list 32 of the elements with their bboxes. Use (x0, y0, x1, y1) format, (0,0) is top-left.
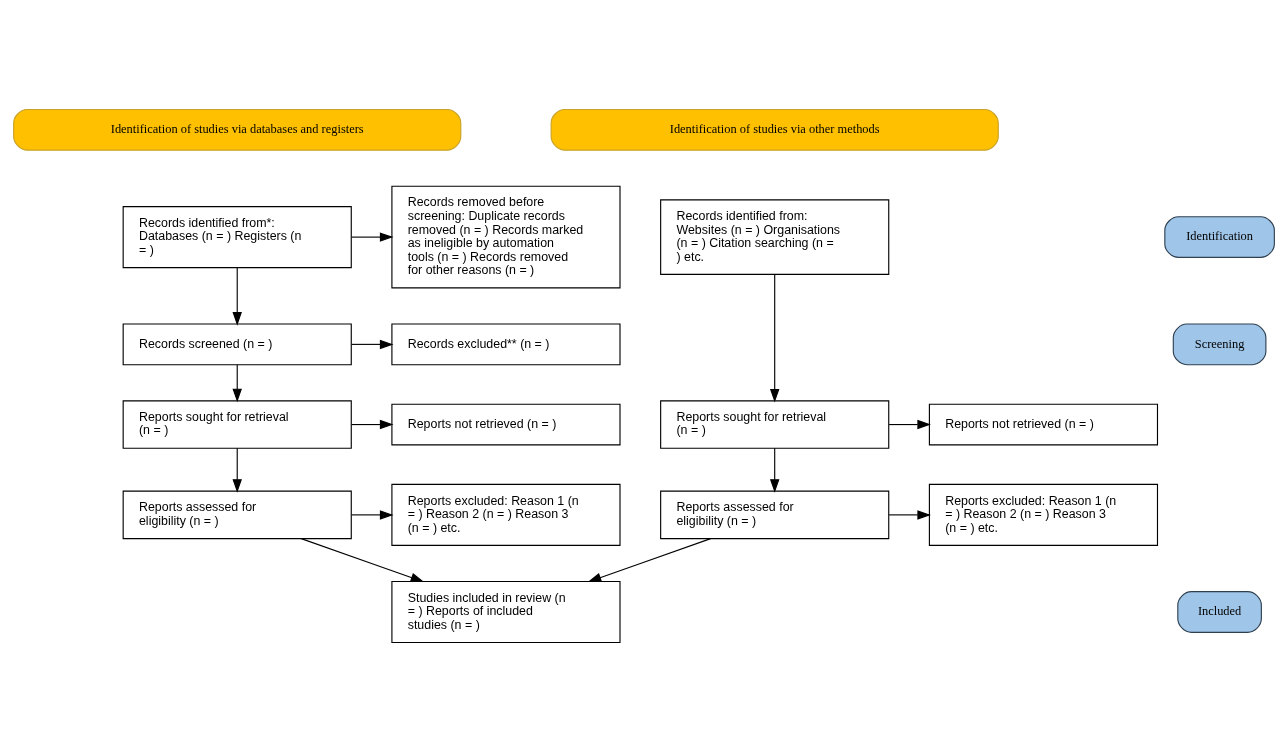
node-box: Records excluded** (n = ) (391, 323, 621, 365)
arrow (769, 273, 780, 402)
node-box: Reports assessed for eligibility (n = ) (122, 490, 352, 539)
node-box: Reports sought for retrieval (n = ) (660, 399, 890, 449)
arrow (351, 509, 394, 520)
node-box: Identification of studies via databases and registers (13, 108, 462, 151)
arrow (351, 339, 394, 349)
node-box: Records identified from: Websites (n = ) Organisations (n = ) Citation searching (n = ) etc. (660, 198, 890, 275)
node-box: Reports sought for retrieval (n = ) (122, 399, 352, 449)
arrow (769, 447, 780, 493)
node-box: Records screened (n = ) (122, 323, 352, 365)
node-box: Records identified from*: Databases (n = ) Registers (n = ) (122, 205, 352, 268)
node-box: Studies included in review (n = ) Reports of included studies (n = ) (391, 580, 621, 643)
node-box: Screening (1172, 323, 1267, 365)
node-box: Reports not retrieved (n = ) (391, 403, 621, 445)
node-box: Identification (1164, 215, 1275, 258)
arrow (232, 363, 242, 402)
node-box: Records removed before screening: Duplicate records removed (n = ) Records marked as ineligible by automation tools (n = ) Records removed for other reasons (n = ) (391, 185, 621, 288)
arrow (351, 231, 394, 242)
node-box: Reports assessed for eligibility (n = ) (660, 490, 890, 539)
arrow (888, 509, 931, 520)
arrow (351, 419, 394, 429)
arrow (232, 447, 242, 493)
node-box: Reports excluded: Reason 1 (n = ) Reason 2 (n = ) Reason 3 (n = ) etc. (391, 483, 621, 546)
node-box: Included (1177, 590, 1262, 633)
arrow (888, 419, 931, 429)
arrow (232, 267, 242, 326)
node-box: Reports excluded: Reason 1 (n = ) Reason 2 (n = ) Reason 3 (n = ) etc. (928, 483, 1159, 546)
arrow (300, 537, 425, 582)
arrow (587, 537, 712, 582)
node-box: Identification of studies via other methods (550, 108, 999, 151)
node-box: Reports not retrieved (n = ) (928, 403, 1159, 445)
